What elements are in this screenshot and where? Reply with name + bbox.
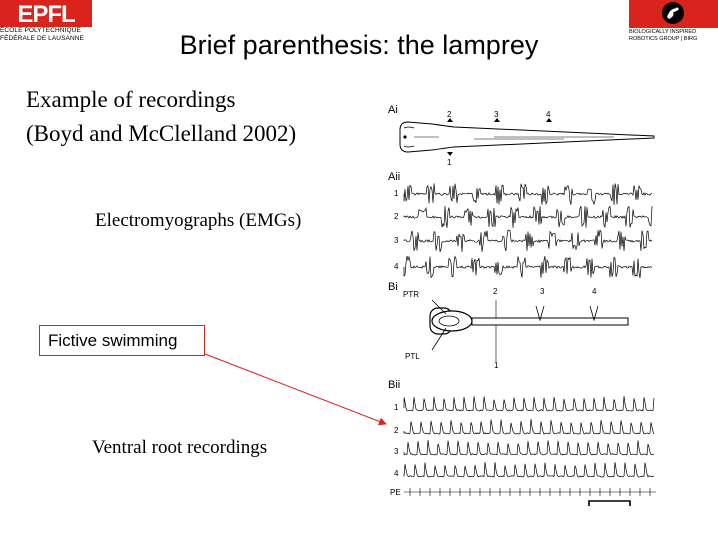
bii-channel-4: 4 [394,469,399,478]
bi-label-ptr: PTR [403,290,419,299]
bi-marker-3: 3 [540,287,545,296]
aii-channel-3: 3 [394,236,399,245]
slide-title: Brief parenthesis: the lamprey [179,30,539,60]
vr-trace-3 [403,440,655,456]
epfl-logo-line2: FÉDÉRALE DE LAUSANNE [0,35,84,42]
emg-trace-1 [403,183,653,206]
birg-logo: BIOLOGICALLY INSPIRED ROBOTICS GROUP | B… [629,0,718,46]
scale-bar [588,500,631,506]
ai-marker-2: 2 [447,110,452,119]
fictive-swimming-box: Fictive swimming [39,325,205,356]
panel-label-ai: Ai [388,104,398,116]
ventral-root-traces [403,396,656,496]
panel-label-bi: Bi [388,281,398,293]
subtitle-line1: Example of recordings [26,87,236,112]
panel-label-aii: Aii [388,171,400,183]
ai-marker-1: 1 [447,158,452,167]
bii-pe-label: PE [390,488,401,497]
preparation-bi: 2 3 4 1 PTR PTL [403,287,629,370]
emg-trace-2 [403,205,653,228]
bi-marker-2: 2 [493,287,498,296]
aii-channel-4: 4 [394,262,399,271]
emg-trace-3 [403,229,653,253]
birg-logo-mark [629,0,718,28]
emg-label: Electromyographs (EMGs) [95,210,302,231]
birg-logo-line2: ROBOTICS GROUP | BIRG [629,36,698,42]
epfl-logo-mark: EPFL [0,0,92,28]
lamprey-body-ai [399,121,655,153]
emg-traces [403,183,653,279]
subtitle-line2: (Boyd and McClelland 2002) [26,121,297,146]
vr-trace-4 [403,462,655,478]
ai-marker-4: 4 [546,110,551,119]
bi-label-ptl: PTL [405,352,420,361]
vr-trace-1 [403,396,655,412]
bii-channel-3: 3 [394,447,399,456]
aii-channel-1: 1 [394,189,399,198]
ai-marker-3: 3 [494,110,499,119]
ventral-root-label: Ventral root recordings [92,437,268,458]
bi-marker-4: 4 [592,287,597,296]
aii-channel-2: 2 [394,212,399,221]
vr-trace-2 [403,419,655,435]
birg-logo-line1: BIOLOGICALLY INSPIRED [629,29,697,35]
bii-channel-1: 1 [394,403,399,412]
ai-markers: 2 3 4 1 [447,110,552,167]
recordings-figure: Ai 2 3 4 1 Aii 1 2 3 4 Bi 2 3 4 [388,104,656,506]
epfl-logo: EPFL ÉCOLE POLYTECHNIQUE FÉDÉRALE DE LAU… [0,0,92,46]
svg-text:EPFL: EPFL [17,1,75,27]
epfl-logo-line1: ÉCOLE POLYTECHNIQUE [0,27,81,34]
bi-marker-1: 1 [494,361,499,370]
emg-trace-4 [403,255,653,279]
panel-label-bii: Bii [388,379,400,391]
bii-channel-2: 2 [394,426,399,435]
